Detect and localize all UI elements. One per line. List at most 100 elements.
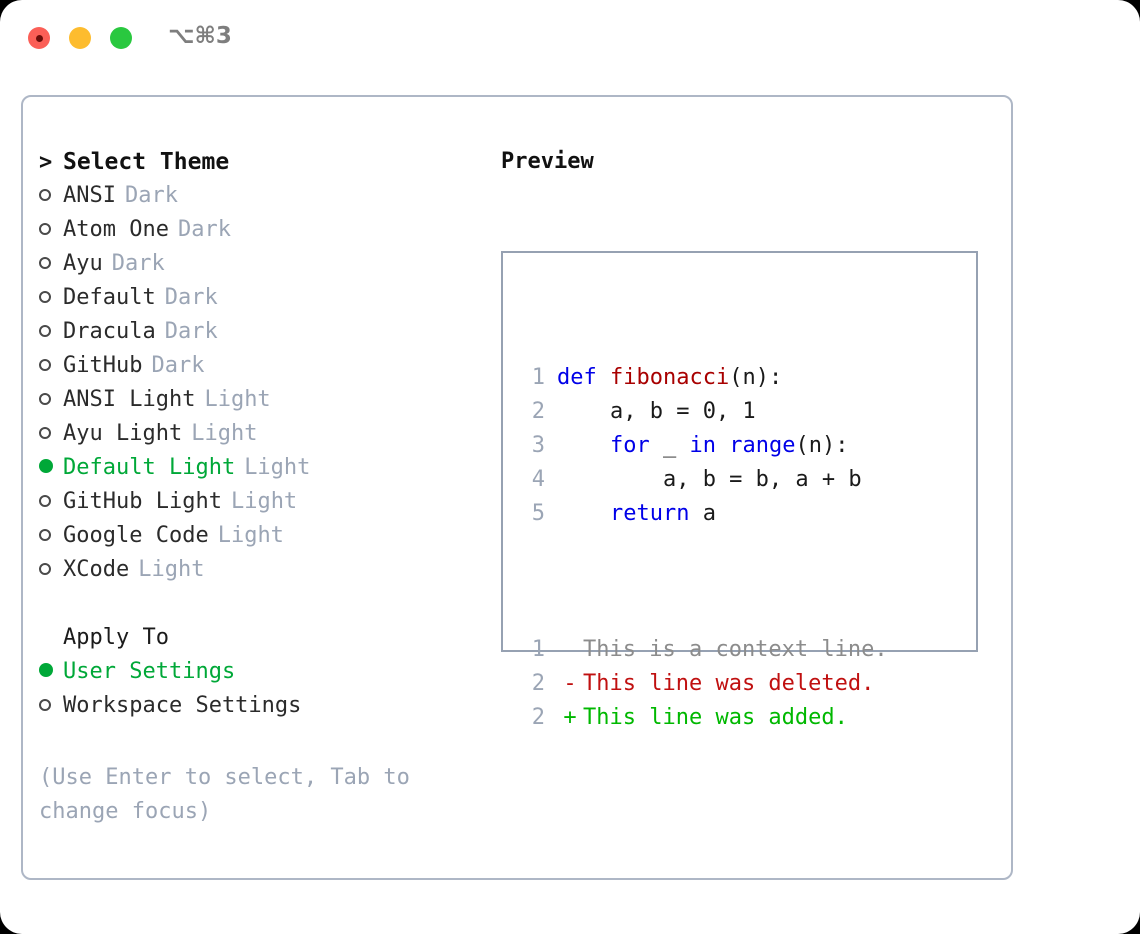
code-token-kw: return [609,501,690,526]
code-token-plain: a, b = 0, 1 [557,399,756,424]
code-line-text: a, b = 0, 1 [557,395,756,429]
theme-list-item[interactable]: ANSI Light Light [39,383,499,417]
theme-name-label: Google Code [63,523,209,548]
diff-line-text: This line was deleted. [583,671,875,696]
radio-unselected-icon[interactable] [39,179,63,213]
diff-marker-icon [557,633,583,667]
code-token-kw: for [609,433,650,458]
theme-name-label: ANSI Light [63,387,196,412]
code-line-number: 5 [531,501,545,526]
radio-unselected-icon[interactable] [39,383,63,417]
theme-name-label: GitHub Light [63,489,222,514]
code-token-kw: range [729,433,796,458]
theme-mode-badge: Dark [177,217,231,242]
code-line-number: 1 [531,365,545,390]
diff-marker-icon: - [563,671,577,696]
theme-mode-badge: Light [217,523,284,548]
radio-selected-icon[interactable] [39,655,63,689]
theme-list-item[interactable]: XCode Light [39,553,499,587]
radio-unselected-icon[interactable] [39,247,63,281]
theme-mode-badge: Dark [124,183,178,208]
close-window-button[interactable] [28,27,50,49]
theme-name-label: Ayu Light [63,421,183,446]
diff-lines: 1 This is a context line. 2-This line was… [515,633,888,735]
theme-name-label: XCode [63,557,130,582]
theme-mode-badge: Dark [151,353,205,378]
code-line: 1 def fibonacci(n): [515,361,888,395]
theme-list-item[interactable]: Default Light Light [39,451,499,485]
radio-unselected-icon[interactable] [39,689,63,723]
radio-unselected-icon[interactable] [39,553,63,587]
diff-marker-icon: + [563,705,577,730]
maximize-window-button[interactable] [110,27,132,49]
theme-list-item[interactable]: Atom One Dark [39,213,499,247]
radio-unselected-icon[interactable] [39,315,63,349]
code-line-text: def fibonacci(n): [557,361,782,395]
theme-mode-badge: Light [204,387,271,412]
code-token-plain: (n): [795,433,849,458]
theme-name-label: ANSI [63,183,116,208]
diff-line-number: 2 [531,671,545,696]
code-token-fn: fibonacci [609,365,730,390]
code-line-text: for _ in range(n): [557,429,848,463]
theme-name-label: Dracula [63,319,156,344]
theme-name-label: Ayu [63,251,103,276]
diff-line-number: 1 [531,637,545,662]
theme-mode-badge: Light [191,421,258,446]
theme-list-item[interactable]: ANSI Dark [39,179,499,213]
diff-line-added: 2 +This line was added. [515,701,888,735]
code-line-number: 2 [531,399,545,424]
code-token-kw: def [557,365,610,390]
code-token-plain [557,433,610,458]
theme-mode-badge: Light [244,455,311,480]
theme-name-label: Default Light [63,455,236,480]
apply-to-item[interactable]: Workspace Settings [39,689,499,723]
code-line-text: a, b = b, a + b [557,463,862,497]
apply-to-item[interactable]: User Settings [39,655,499,689]
code-line-number: 3 [531,433,545,458]
apply-to-header: Apply To [39,621,499,655]
apply-to-label: Workspace Settings [63,693,302,718]
radio-unselected-icon[interactable] [39,281,63,315]
theme-list-item[interactable]: Google Code Light [39,519,499,553]
radio-unselected-icon[interactable] [39,417,63,451]
code-token-plain: a [689,501,716,526]
theme-list-item[interactable]: Ayu Light Light [39,417,499,451]
preview-title: Preview [501,149,594,174]
apply-to-title: Apply To [63,625,169,650]
theme-name-label: Atom One [63,217,169,242]
radio-selected-icon[interactable] [39,451,63,485]
radio-unselected-icon[interactable] [39,485,63,519]
radio-unselected-icon[interactable] [39,349,63,383]
code-line: 4 a, b = b, a + b [515,463,888,497]
radio-unselected-icon[interactable] [39,519,63,553]
theme-name-label: GitHub [63,353,143,378]
traffic-lights [28,27,132,49]
diff-line-text: This line was added. [583,705,848,730]
diff-line-text: This is a context line. [583,637,888,662]
theme-mode-badge: Light [138,557,205,582]
diff-line-number: 2 [531,705,545,730]
minimize-window-button[interactable] [69,27,91,49]
diff-line-context: 1 This is a context line. [515,633,888,667]
select-theme-header: > Select Theme [39,145,499,179]
keyboard-hint: (Use Enter to select, Tab to change focu… [39,765,424,824]
theme-list-item[interactable]: GitHub Dark [39,349,499,383]
theme-mode-badge: Dark [164,285,218,310]
radio-unselected-icon[interactable] [39,213,63,247]
code-token-plain: _ [649,433,690,458]
code-token-plain [557,501,610,526]
code-token-plain: a, b = b, a + b [557,467,862,492]
